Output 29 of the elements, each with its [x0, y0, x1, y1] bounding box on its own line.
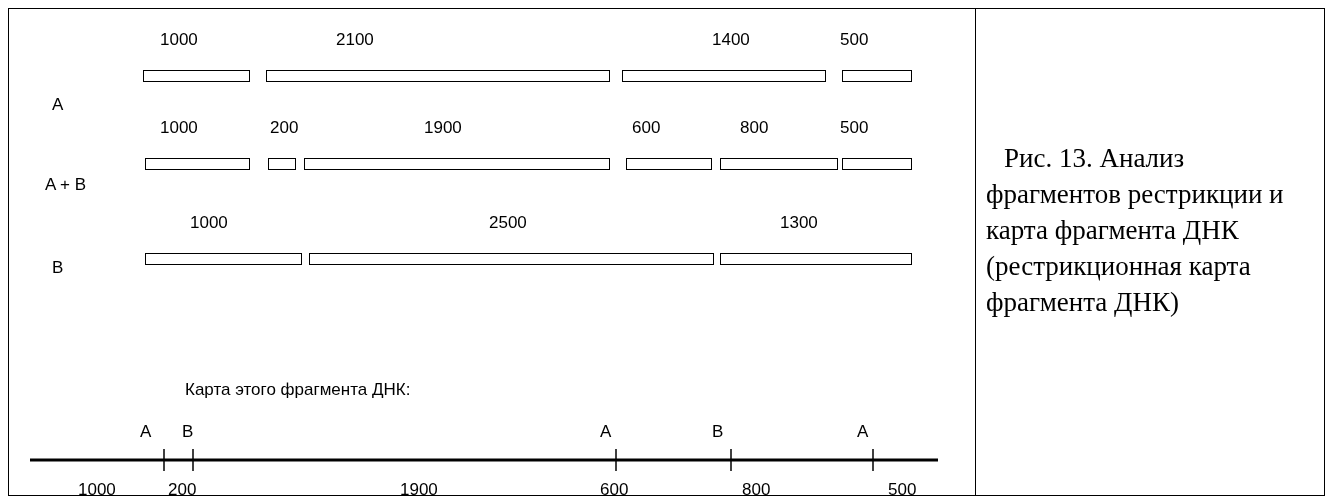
fragment-length-label: 1000 [160, 30, 198, 50]
fragment-length-label: 2100 [336, 30, 374, 50]
map-heading: Карта этого фрагмента ДНК: [185, 380, 411, 400]
fragment-length-label: 1000 [160, 118, 198, 138]
distance-label: 500 [888, 480, 917, 500]
fragment-length-label: 800 [740, 118, 769, 138]
distance-label: 1900 [400, 480, 438, 500]
row-label: A + B [45, 175, 87, 195]
site-label: A [857, 422, 869, 442]
distance-label: 600 [600, 480, 629, 500]
fragment-length-label: 500 [840, 30, 869, 50]
figure-caption: Рис. 13. Анализ фрагментов рестрикции и карта фрагмента ДНК (рестрикционная карта фрагмента ДНК) [986, 142, 1285, 319]
fragment-length-label: 600 [632, 118, 661, 138]
fragment-length-label: 1300 [780, 213, 818, 233]
site-label: A [140, 422, 152, 442]
fragment-length-label: 2500 [489, 213, 527, 233]
fragment-length-label: 1400 [712, 30, 750, 50]
site-label: A [600, 422, 612, 442]
site-label: B [182, 422, 194, 442]
fragment-length-label: 1000 [190, 213, 228, 233]
distance-label: 200 [168, 480, 197, 500]
fragment-length-label: 1900 [424, 118, 462, 138]
distance-label: 800 [742, 480, 771, 500]
fragment-length-label: 200 [270, 118, 299, 138]
row-label: B [52, 258, 64, 278]
row-label: A [52, 95, 64, 115]
fragment-length-label: 500 [840, 118, 869, 138]
site-label: B [712, 422, 724, 442]
distance-label: 1000 [78, 480, 116, 500]
